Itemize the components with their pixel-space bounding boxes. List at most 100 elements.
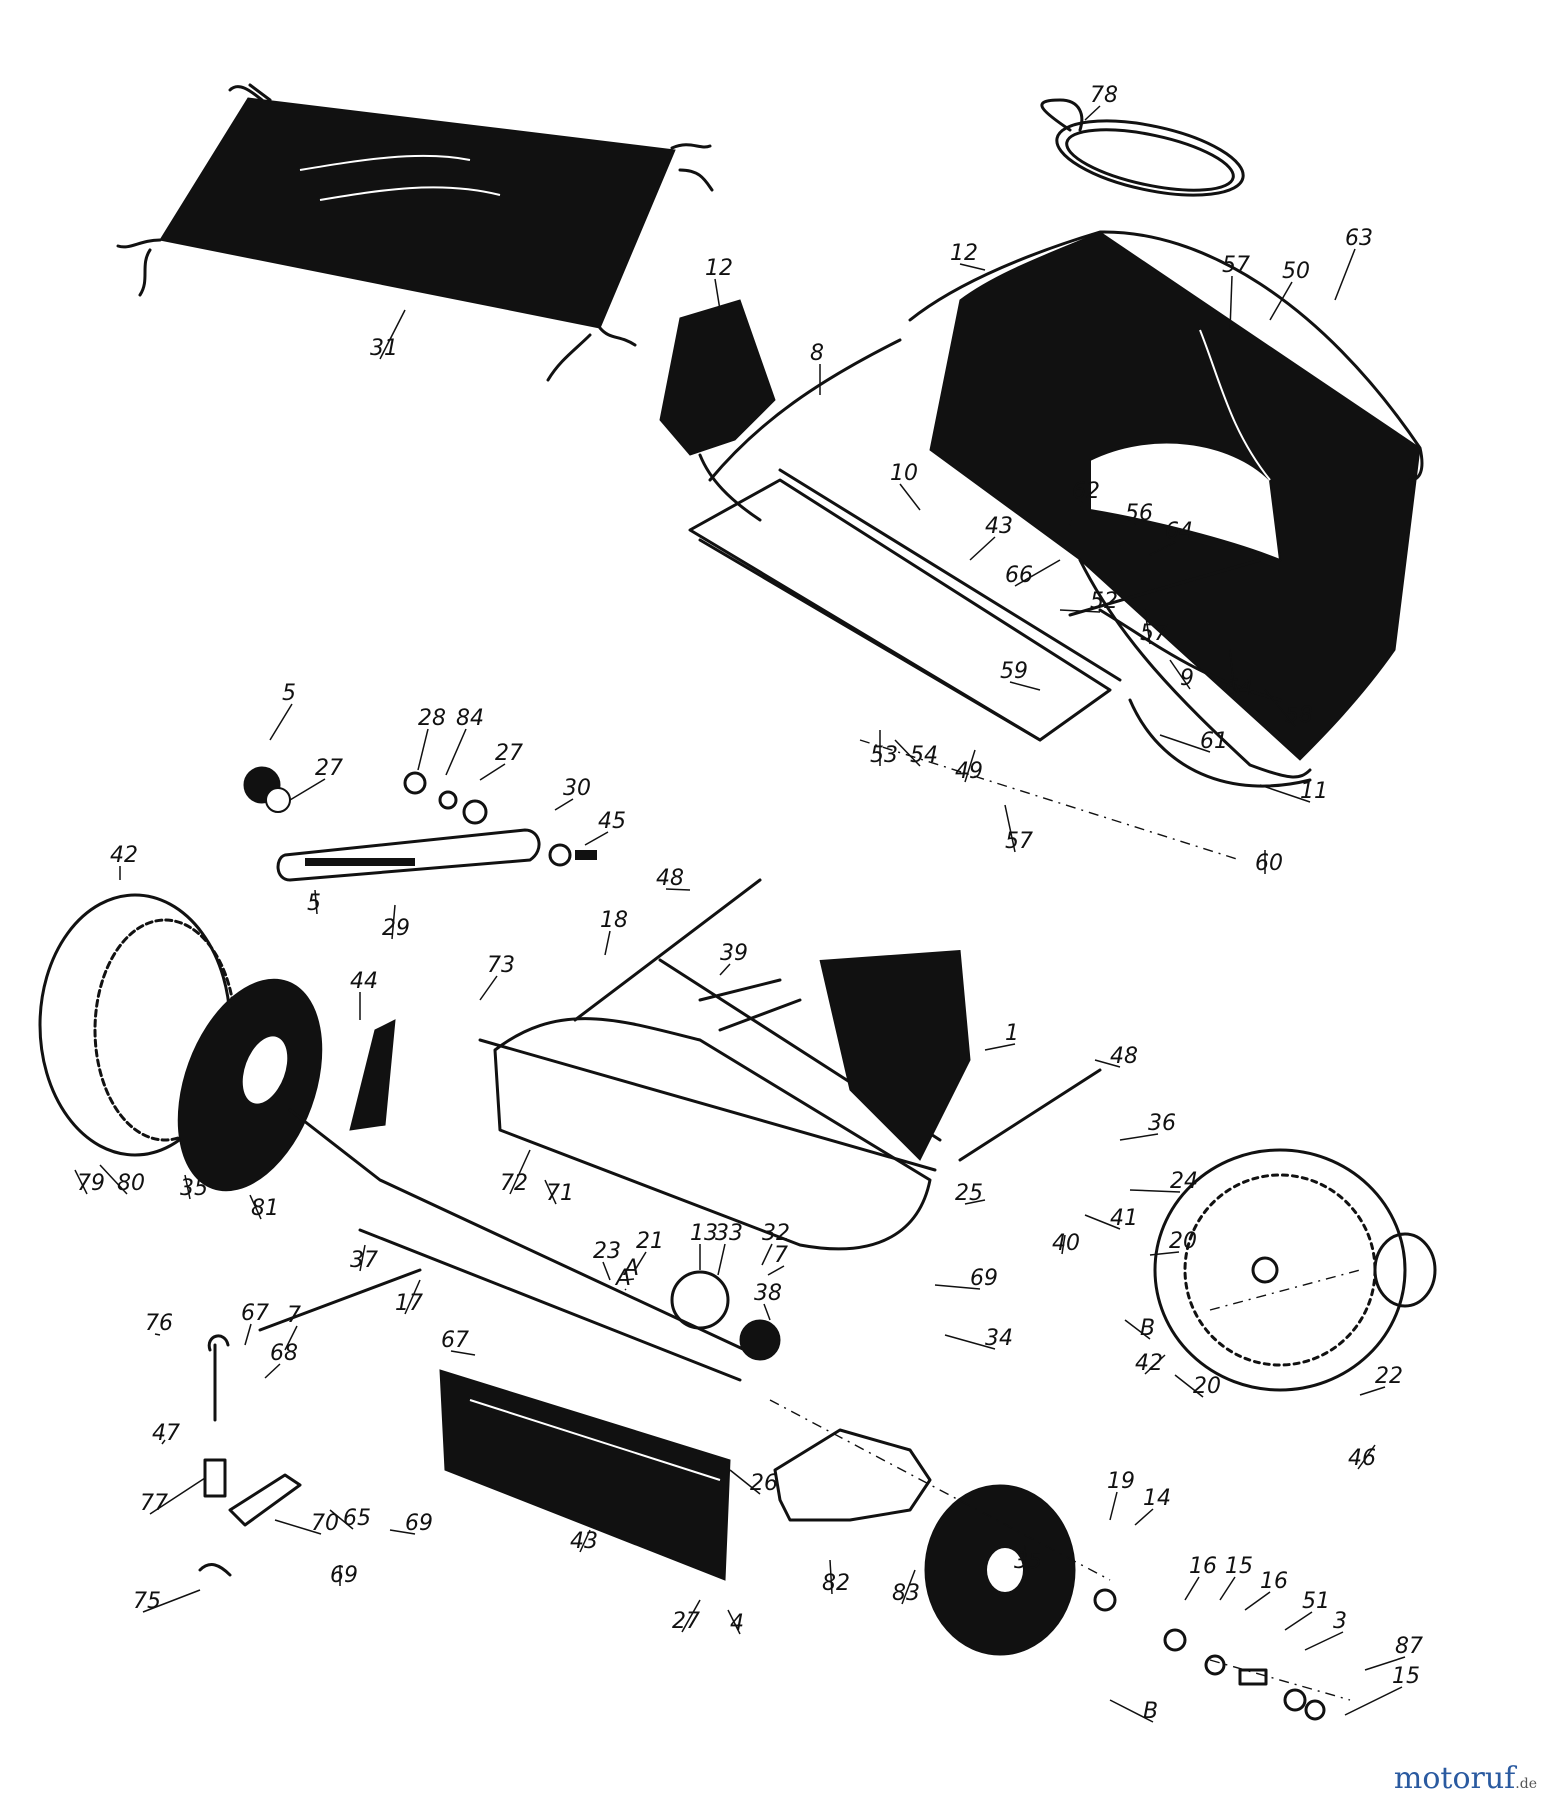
axis-line — [769, 1399, 1111, 1581]
leader-line — [1229, 275, 1233, 331]
part-number-label: 53 — [870, 743, 898, 768]
part-number-label: 30 — [563, 776, 591, 801]
part-number-label: 65 — [343, 1506, 371, 1531]
part-number-label: 63 — [1345, 226, 1373, 251]
leader-line — [984, 1043, 1016, 1051]
part-number-label: 14 — [1143, 1486, 1171, 1511]
leader-line — [1059, 609, 1101, 613]
part-number-label: 5 — [282, 681, 296, 706]
leader-line — [934, 1284, 981, 1290]
part-number-label: 16 — [1189, 1554, 1217, 1579]
part-number-label: 82 — [822, 1571, 850, 1596]
leader-line — [184, 1174, 191, 1200]
part-number-label: 7 — [774, 1243, 788, 1268]
part-number-label: 67 — [241, 1301, 269, 1326]
part-number-label: 15 — [1392, 1664, 1420, 1689]
leader-line — [314, 889, 318, 915]
part-number-label: 12 — [705, 256, 733, 281]
leader-line — [1094, 1059, 1121, 1068]
leader-line — [450, 1350, 476, 1356]
leader-line — [1149, 541, 1176, 556]
leader-line — [479, 975, 498, 1001]
leader-line — [445, 728, 467, 776]
hopper-frame — [688, 338, 1312, 788]
part-number-label: 78 — [1090, 83, 1118, 108]
leader-line — [329, 1509, 354, 1530]
leader-line — [727, 1609, 741, 1635]
leader-line — [1144, 1354, 1166, 1375]
part-number-label: 32 — [762, 1221, 790, 1246]
leader-line — [1061, 1234, 1066, 1255]
part-number-label: 69 — [970, 1266, 998, 1291]
leader-line — [264, 1363, 281, 1379]
leader-line — [389, 1529, 416, 1535]
leader-line — [604, 930, 611, 956]
part-number-label: 59 — [1000, 659, 1028, 684]
leader-line — [1134, 1508, 1154, 1526]
leader-line — [99, 1164, 128, 1195]
part-number-label: 47 — [152, 1421, 180, 1446]
leader-line — [1169, 659, 1191, 690]
leader-line — [1159, 734, 1211, 753]
part-number-label: 8 — [810, 341, 824, 366]
leader-line — [1259, 784, 1311, 803]
leader-line — [729, 1469, 761, 1495]
leader-line — [1119, 523, 1136, 546]
leader-line — [714, 278, 721, 311]
drive-bar — [243, 766, 597, 882]
leader-line — [944, 1334, 996, 1350]
leader-line — [544, 1179, 557, 1205]
side-bracket — [773, 1428, 932, 1522]
part-number-label: 16 — [1260, 1569, 1288, 1594]
leader-line — [417, 728, 429, 771]
leader-line — [1144, 609, 1151, 645]
part-number-label: 43 — [985, 514, 1013, 539]
part-number-label: 18 — [600, 908, 628, 933]
part-number-label: 27 — [672, 1609, 700, 1634]
leader-line — [284, 1325, 298, 1351]
leader-line — [579, 1529, 591, 1553]
part-number-label: 45 — [598, 809, 626, 834]
part-number-label: 71 — [546, 1181, 574, 1206]
leader-line — [1084, 1214, 1121, 1230]
part-number-label: 27 — [315, 756, 343, 781]
leader-line — [1109, 1491, 1118, 1521]
part-number-label: 28 — [418, 706, 446, 731]
leader-line — [624, 1288, 627, 1291]
part-number-label: 69 — [405, 1511, 433, 1536]
fastener-stack — [1093, 1588, 1326, 1721]
part-number-label: 38 — [754, 1281, 782, 1306]
leader-line — [1359, 1386, 1386, 1396]
leader-line — [1119, 1133, 1159, 1141]
leader-line — [1004, 804, 1016, 853]
leader-line — [969, 536, 996, 561]
part-number-label: 51 — [1302, 1589, 1330, 1614]
leader-line — [509, 1149, 531, 1195]
leader-line — [899, 483, 921, 511]
leader-line — [479, 763, 506, 781]
leader-line — [1244, 1591, 1271, 1611]
leader-line — [717, 1243, 726, 1276]
leader-line — [142, 1589, 201, 1613]
leader-line — [959, 263, 986, 271]
leader-line — [665, 888, 691, 891]
part-number-label: 22 — [1375, 1364, 1403, 1389]
part-number-label: 57 — [1140, 621, 1168, 646]
axle-bar — [258, 1108, 747, 1352]
part-number-label: 19 — [1107, 1469, 1135, 1494]
part-number-label: 87 — [1395, 1634, 1423, 1659]
leader-line — [1344, 1686, 1403, 1716]
axis-line — [1209, 1659, 1351, 1701]
arm-48-right — [958, 1068, 1102, 1162]
leader-line — [634, 1251, 647, 1271]
part-number-label: 42 — [110, 843, 138, 868]
part-number-label: A — [622, 1256, 639, 1281]
leader-line — [719, 963, 731, 976]
part-number-label: 62 — [1072, 479, 1100, 504]
leader-line — [554, 798, 574, 811]
part-number-label: 58 — [1285, 703, 1313, 728]
part-number-label: 12 — [950, 241, 978, 266]
part-number-label: 54 — [910, 743, 938, 768]
